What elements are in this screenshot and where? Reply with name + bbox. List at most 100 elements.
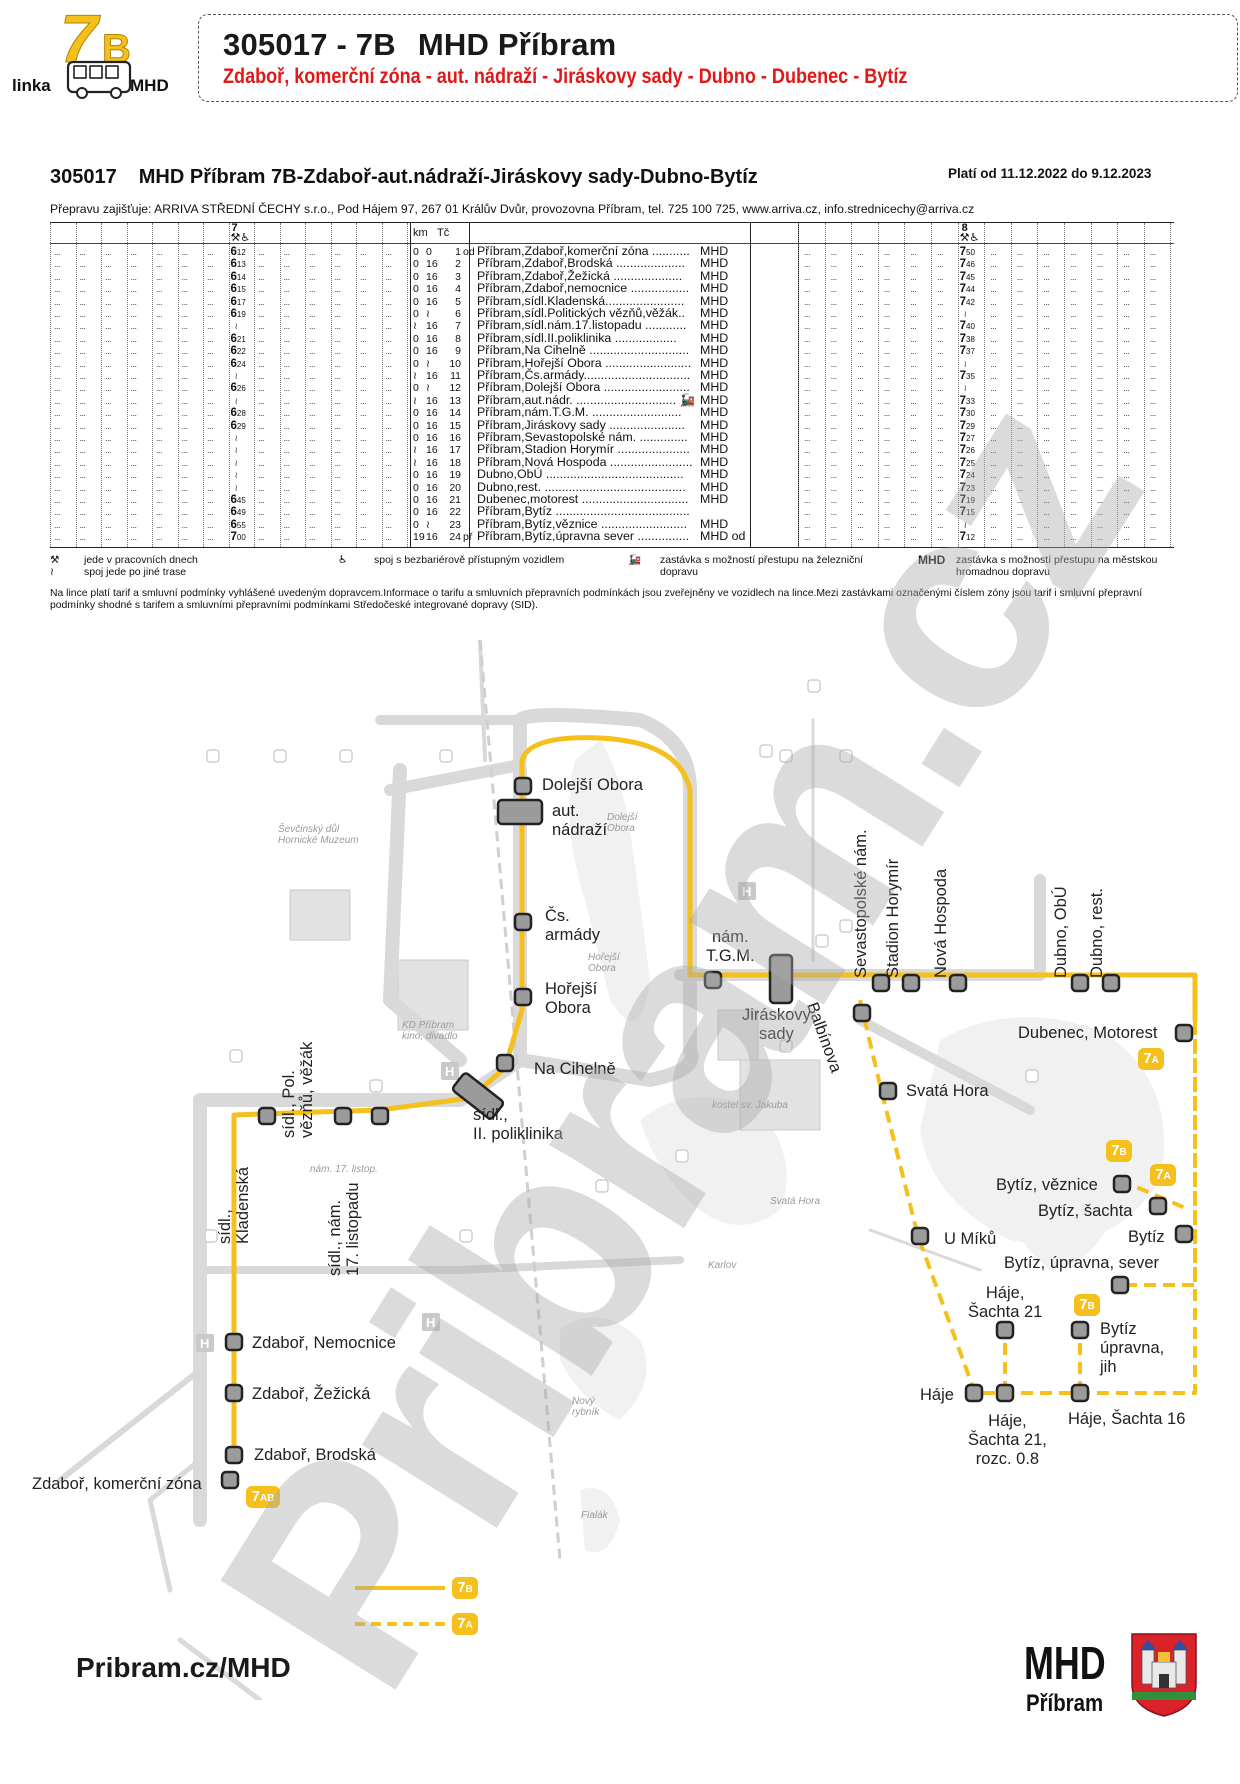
timetable-dots: ... xyxy=(360,371,367,381)
timetable-dots: ... xyxy=(385,346,393,357)
timetable-dots: ... xyxy=(360,457,367,468)
timetable-dots: ... xyxy=(309,408,316,419)
timetable-dots: ... xyxy=(258,371,265,381)
timetable-zone: ≀ xyxy=(426,357,430,370)
timetable-dots: ... xyxy=(937,470,944,481)
timetable-dots: ... xyxy=(1149,271,1157,282)
timetable-dots: ... xyxy=(1123,333,1130,344)
timetable-dots: ... xyxy=(105,383,112,394)
timetable-dots: ... xyxy=(1043,383,1050,394)
timetable-column-line xyxy=(904,223,906,547)
timetable-dots: ... xyxy=(309,371,316,381)
timetable-dots: ... xyxy=(105,395,112,406)
timetable-time: 745 xyxy=(959,270,975,283)
timetable-mhd: MHD xyxy=(700,368,729,382)
timetable-zone: 0 xyxy=(426,246,432,258)
timetable-dots: ... xyxy=(1043,507,1050,518)
timetable-tc: 10 xyxy=(449,357,461,370)
timetable-tc: 21 xyxy=(449,494,461,506)
timetable-dots: ... xyxy=(937,519,944,530)
timetable-dots: ... xyxy=(1070,519,1077,530)
timetable-dots: ... xyxy=(883,519,891,530)
timetable-dots: ... xyxy=(309,259,316,270)
legend-wavy-text: spoj jede po jiné trase xyxy=(84,566,187,578)
timetable-km: 0 xyxy=(413,357,419,370)
timetable-dots: ... xyxy=(334,309,342,319)
timetable-column-line xyxy=(228,223,230,547)
timetable-dots: ... xyxy=(181,532,189,543)
timetable-minutes: 21 xyxy=(236,334,246,344)
timetable-km: 0 xyxy=(413,295,419,308)
timetable-divider xyxy=(469,223,470,547)
timetable-dots: ... xyxy=(883,284,891,295)
timetable-dots: ... xyxy=(207,333,214,344)
timetable-dots: ... xyxy=(990,346,997,357)
timetable-km: 0 xyxy=(413,518,419,531)
timetable-dots: ... xyxy=(857,321,864,332)
timetable-dots: ... xyxy=(1149,470,1157,481)
timetable-dots: ... xyxy=(910,408,917,419)
timetable-dots: ... xyxy=(105,433,112,443)
timetable-dots: ... xyxy=(130,296,138,307)
timetable-header-line xyxy=(50,243,1174,244)
stop-aut-nadrazi: aut. nádraží xyxy=(552,802,608,839)
timetable-dots: ... xyxy=(937,371,944,381)
stop-zdabor-komercni-zona: Zdaboř, komerční zóna xyxy=(32,1475,202,1493)
timetable-column-line xyxy=(407,223,408,547)
timetable-dots: ... xyxy=(283,346,291,357)
timetable-dots: ... xyxy=(1016,519,1024,530)
timetable-dots: ... xyxy=(857,519,864,530)
timetable-minutes: 13 xyxy=(236,260,246,270)
timetable-dots: ... xyxy=(207,346,214,357)
timetable-dots: ... xyxy=(156,259,163,270)
timetable-column-line xyxy=(279,223,281,547)
timetable-stop-name: Příbram,Bytíz ..........................… xyxy=(477,504,690,519)
timetable-dots: ... xyxy=(1016,408,1024,419)
timetable-dots: ... xyxy=(130,247,138,257)
timetable-dots: ... xyxy=(990,358,997,369)
timetable-dots: ... xyxy=(309,457,316,468)
timetable-time: 750 xyxy=(959,246,975,258)
timetable-dots: ... xyxy=(207,433,214,443)
stop-haje-sachta-16: Háje, Šachta 16 xyxy=(1068,1410,1186,1428)
tariff-note: Na lince platí tarif a smluvní podmínky … xyxy=(50,588,1143,612)
badge-7a-bytiz: 7A xyxy=(1150,1164,1176,1186)
timetable-dots: ... xyxy=(1096,457,1104,468)
timetable-dots: ... xyxy=(910,495,917,505)
timetable-km: ≀ xyxy=(413,320,417,333)
timetable-dots: ... xyxy=(990,420,997,431)
timetable-dots: ... xyxy=(1016,495,1024,505)
timetable-dots: ... xyxy=(1016,247,1024,257)
timetable-mhd: MHD xyxy=(700,256,729,271)
timetable-dots: ... xyxy=(54,247,61,257)
stop-cs-armady: Čs. armády xyxy=(545,907,601,944)
timetable-dots: ... xyxy=(910,346,917,357)
timetable-dots: ... xyxy=(130,420,138,431)
timetable-trip-symbols: ⚒♿ xyxy=(230,232,251,244)
timetable-km: 0 xyxy=(413,283,419,296)
timetable-dots: ... xyxy=(804,309,811,319)
timetable-dots: ... xyxy=(857,445,864,456)
timetable-dots: ... xyxy=(1070,358,1077,369)
timetable-dots: ... xyxy=(54,408,61,419)
timetable-dots: ... xyxy=(105,445,112,456)
timetable-stop-name: Příbram,Jiráskovy sady .................… xyxy=(477,417,685,432)
timetable-dots: ... xyxy=(804,408,811,419)
timetable-zone: 16 xyxy=(426,444,438,457)
timetable-dots: ... xyxy=(360,495,367,505)
timetable-dots: ... xyxy=(207,247,214,257)
timetable-dots: ... xyxy=(334,321,342,332)
timetable-dots: ... xyxy=(857,309,864,319)
timetable-km: 19 xyxy=(413,531,425,544)
timetable-dots: ... xyxy=(181,433,189,443)
timetable-dots: ... xyxy=(105,321,112,332)
footer-url[interactable]: Pribram.cz/MHD xyxy=(76,1652,291,1683)
timetable-dots: ... xyxy=(1016,482,1024,493)
timetable-dots: ... xyxy=(1016,445,1024,456)
timetable-mhd: MHD xyxy=(700,281,729,296)
timetable-mhd: MHD xyxy=(700,355,729,370)
timetable-dots: ... xyxy=(830,371,838,381)
timetable-wavy: ≀ xyxy=(963,383,967,394)
